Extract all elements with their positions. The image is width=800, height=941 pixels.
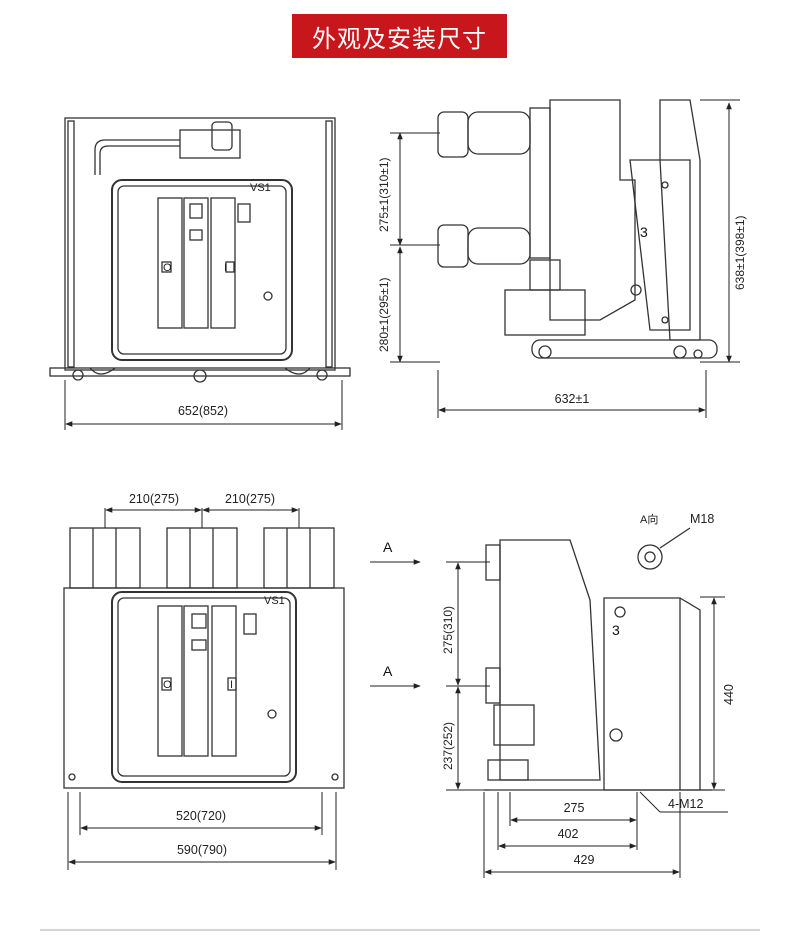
view-a-label: A向 (640, 512, 658, 526)
top-front-view (49, 117, 351, 383)
arrow-a-bottom-label: A (383, 663, 393, 679)
top-side-total-height-dim: 638±1(398±1) (733, 215, 747, 290)
top-side-height-dim: 280±1(295±1) (377, 277, 391, 352)
bottom-front-off-symbol: O (163, 679, 172, 691)
bottom-side-dim-429: 429 (574, 853, 595, 867)
top-front-on-symbol: I (224, 262, 227, 274)
arrow-a-top-label: A (383, 539, 393, 555)
bottom-front-view (63, 527, 345, 789)
bottom-side-dim-402: 402 (558, 827, 579, 841)
bottom-side-height-dim: 440 (722, 684, 736, 705)
top-side-label-3: 3 (640, 224, 648, 240)
bottom-front-outer-width-dim: 590(790) (177, 843, 227, 857)
top-side-phase-spacing-dim: 275±1(310±1) (377, 157, 391, 232)
bottom-front-pitch-left-dim: 210(275) (129, 492, 179, 506)
bottom-front-on-symbol: I (230, 679, 233, 691)
thread-m18-label: M18 (690, 512, 714, 526)
bottom-side-lower-dim: 237(252) (441, 722, 455, 770)
top-front-off-symbol: O (163, 262, 172, 274)
bottom-side-label-3: 3 (612, 622, 620, 638)
bottom-front-pitch-right-dim: 210(275) (225, 492, 275, 506)
page-title: 外观及安装尺寸 (292, 14, 507, 58)
top-front-width-dim: 652(852) (178, 404, 228, 418)
top-side-depth-dim: 632±1 (555, 392, 590, 406)
top-side-view (437, 99, 718, 359)
bottom-front-inner-width-dim: 520(720) (176, 809, 226, 823)
bolt-4-m12-label: 4-M12 (668, 797, 703, 811)
top-front-model-label: VS1 (250, 182, 271, 194)
bottom-side-upper-dim: 275(310) (441, 606, 455, 654)
bottom-front-model-label: VS1 (264, 595, 285, 607)
bottom-side-dim-275: 275 (564, 801, 585, 815)
bottom-side-view (484, 527, 712, 791)
